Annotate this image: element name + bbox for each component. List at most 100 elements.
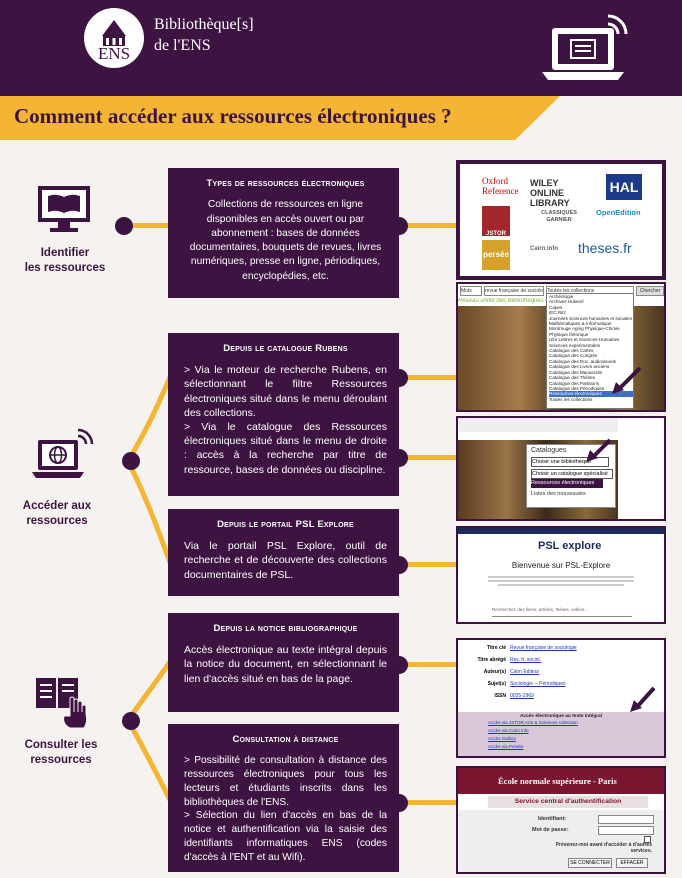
notice-row: Auteur(s) Cairn Éditeur [460, 666, 660, 678]
box-title: Depuis la notice bibliographique [213, 623, 358, 634]
box-text: > Sélection du lien d'accès en bas de la… [184, 810, 387, 863]
dropdown-option[interactable]: Catalogue des Partitions [549, 380, 600, 386]
catalogues-label: Catalogues [531, 447, 567, 454]
dropdown-option[interactable]: Catalogue des Doc. audiovisuels [549, 358, 616, 364]
box-distance: Consultation à distance > Possibilité de… [168, 724, 399, 872]
library-select[interactable]: Choisir une bibliothèque [531, 457, 609, 467]
access-link[interactable]: Accès Gallica [488, 736, 516, 741]
box-rubens: Depuis le catalogue Rubens > Via le mote… [168, 333, 399, 496]
dropdown-option[interactable]: Physique théorique [549, 331, 589, 337]
new-items-option[interactable]: Listes des nouveautés [531, 491, 586, 497]
logo-oxford[interactable]: Oxford Reference [482, 176, 519, 196]
logo-hal[interactable]: HAL [606, 174, 642, 200]
dropdown-option[interactable]: Sciences expérimentales [549, 342, 601, 348]
notice-field-value[interactable]: 0035-2969 [510, 693, 534, 699]
box-text: > Via le moteur de recherche Rubens, en … [184, 364, 387, 419]
auth-subtitle: Service central d'authentification [514, 798, 622, 805]
access-header: Accès électronique au texte intégral [519, 714, 603, 719]
dropdown-option[interactable]: Montrouge Aging Physique-Chimie [549, 326, 620, 332]
access-link[interactable]: Accès via JSTOR Arts & Sciences collecti… [488, 720, 578, 725]
logo-wiley[interactable]: WILEY ONLINE LIBRARY [530, 178, 570, 208]
notice-field-label: Auteur(s) [483, 669, 506, 675]
box-title: Depuis le catalogue Rubens [223, 343, 348, 354]
stage-dot [122, 712, 140, 730]
stage-label-line: ressources [30, 754, 92, 766]
dropdown-option[interactable]: Catalogue des Périodiques [549, 385, 605, 391]
box-text: Collections de ressources en ligne dispo… [189, 199, 382, 282]
stage-label-line: les ressources [24, 262, 106, 274]
search-input[interactable]: revue française de sociologie [484, 286, 544, 296]
stage-label: Identifier les ressources [10, 246, 120, 276]
ens-building-icon [102, 20, 126, 46]
id-input[interactable] [598, 815, 654, 824]
stage-label-line: Identifier [40, 247, 90, 259]
dropdown-option[interactable]: Catalogue des Cartes [549, 348, 594, 354]
dropdown-option[interactable]: Catalogue des Manuscrits [549, 369, 603, 375]
auth-title: École normale supérieure - Paris [498, 776, 617, 786]
psl-search-input[interactable]: Recherchez des livres, articles, thèses,… [492, 604, 632, 617]
connector [398, 800, 456, 805]
dropdown-option[interactable]: Ulm Lettres et Sciences Humaines [549, 337, 620, 343]
connector [398, 455, 456, 460]
laptop-globe-icon [32, 428, 94, 478]
box-text: Accès électronique au texte intégral dep… [184, 644, 387, 685]
notice-field-value[interactable]: Rev. fr. sociol. [510, 657, 542, 663]
dropdown-option[interactable]: Mathématiques & Informatique [549, 321, 612, 327]
connector [398, 562, 456, 567]
dropdown-option[interactable]: Capes [549, 304, 563, 310]
dropdown-option[interactable]: Catalogue des Congrès [549, 353, 598, 359]
connect-button[interactable]: SE CONNECTER [568, 858, 612, 868]
electronic-resources-option[interactable]: Ressources électroniques [531, 479, 603, 488]
book-screen-icon [38, 186, 90, 232]
access-panel: Accès électronique au texte intégral Acc… [458, 712, 664, 756]
logo-jstor[interactable]: JSTOR [482, 206, 510, 237]
dropdown-option[interactable]: Catalogue des Thèses [549, 375, 595, 381]
connector [128, 223, 168, 228]
psl-welcome: Bienvenue sur PSL-Explore [511, 561, 611, 570]
access-link[interactable]: Accès via Cairn info [488, 728, 529, 733]
logo-theses[interactable]: theses.fr [578, 240, 632, 256]
arrow-icon [586, 438, 612, 462]
dropdown-option[interactable]: Ressources électroniques [549, 391, 633, 397]
library-name: Bibliothèque[s] de l'ENS [154, 14, 254, 56]
stage-label: Accéder aux ressources [0, 499, 114, 529]
logo-openedition[interactable]: OpenEdition [596, 208, 641, 217]
dropdown-option[interactable]: Catalogue des Livres anciens [549, 364, 610, 370]
logo-cairn[interactable]: Cairn.info [530, 246, 558, 252]
field-select[interactable]: Mots [460, 286, 482, 296]
catalogue-select[interactable]: Choisir un catalogue spécialisé [531, 469, 613, 479]
password-input[interactable] [598, 826, 654, 835]
psl-logo[interactable]: PSL explore [538, 540, 602, 552]
box-title: Depuis le portail PSL Explore [217, 519, 354, 530]
access-links: Accès via JSTOR Arts & Sciences collecti… [458, 719, 664, 751]
dropdown-option[interactable]: IEC Ritz [549, 310, 566, 316]
dropdown-option[interactable]: Journées Sciences humaines et sociales [549, 315, 632, 321]
catalogues-panel[interactable]: Catalogues Choisir une bibliothèque Choi… [526, 444, 616, 508]
stage-label: Consulter les ressources [6, 738, 116, 768]
dropdown-option[interactable]: Archives Husserl [549, 299, 584, 305]
dropdown-option[interactable]: Archéologie [549, 294, 574, 299]
dropdown-option[interactable]: Toutes les collections [549, 396, 593, 402]
connector [398, 662, 456, 667]
library-name-line1: Bibliothèque[s] [154, 16, 254, 33]
access-link[interactable]: Accès via Persée [488, 744, 524, 749]
notice-row: Sujet(s)Sociologie -- Périodiques [460, 678, 660, 690]
box-text: > Via le catalogue des Ressources électr… [184, 421, 387, 476]
notice-field-value[interactable]: Sociologie -- Périodiques [510, 681, 566, 687]
stage-label-line: Accéder aux [22, 500, 92, 512]
document-hand-icon [36, 678, 88, 729]
warn-checkbox[interactable] [644, 836, 651, 843]
clear-button[interactable]: EFFACER [616, 858, 648, 868]
notice-field-value[interactable]: Cairn Éditeur [510, 669, 540, 675]
id-label: Identifiant: [538, 816, 567, 822]
notice-field-value[interactable]: Revue française de sociologie [510, 645, 577, 651]
search-button[interactable]: Chercher [636, 286, 664, 296]
ens-logo[interactable]: ENS [84, 8, 144, 68]
logo-persee[interactable]: persée [482, 240, 510, 270]
logo-garnier[interactable]: CLASSIQUES GARNIER [541, 210, 577, 223]
